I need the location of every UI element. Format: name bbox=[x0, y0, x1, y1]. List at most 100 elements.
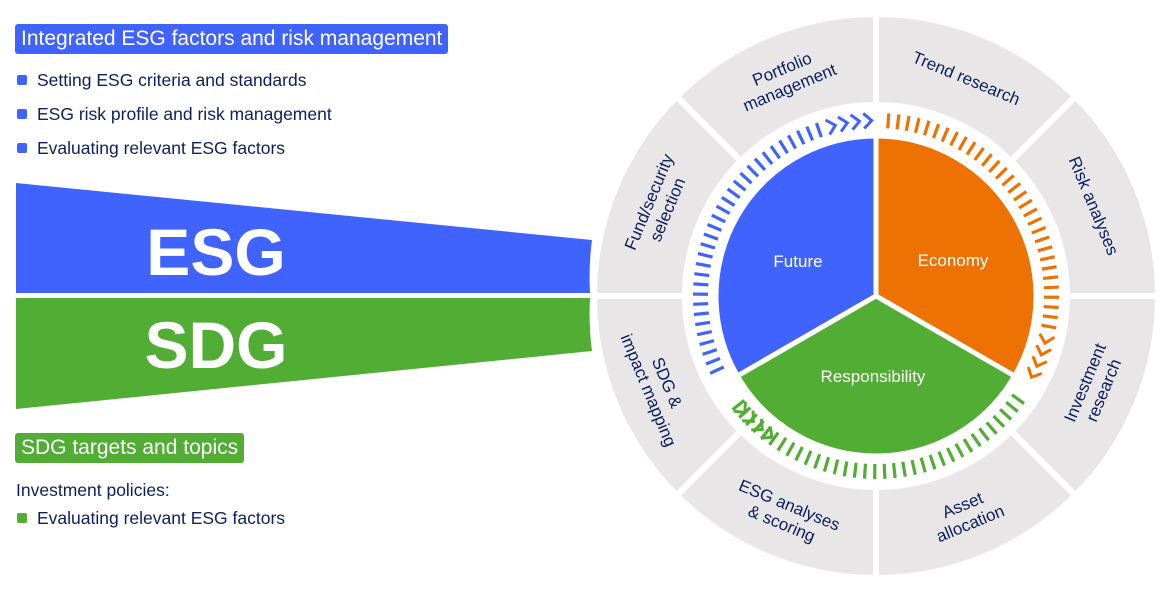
bullet-square-icon bbox=[17, 75, 27, 85]
tick-mark bbox=[745, 413, 758, 427]
tick-mark bbox=[1043, 304, 1059, 310]
tick-mark bbox=[778, 139, 789, 155]
tick-mark bbox=[703, 232, 719, 241]
tick-mark bbox=[1041, 323, 1057, 330]
esg-band-label: ESG bbox=[146, 215, 285, 289]
tick-mark bbox=[1042, 275, 1059, 281]
tick-mark bbox=[998, 408, 1013, 421]
tick-mark bbox=[1005, 400, 1019, 413]
tick-mark bbox=[805, 125, 815, 142]
tick-mark bbox=[1042, 314, 1058, 320]
tick-mark bbox=[699, 339, 715, 347]
esg-bullet-text: Setting ESG criteria and standards bbox=[37, 70, 307, 90]
esg-heading: Integrated ESG factors and risk manageme… bbox=[15, 24, 449, 54]
tick-mark bbox=[852, 462, 858, 478]
tick-mark bbox=[940, 127, 950, 143]
pie-label-future: Future bbox=[773, 252, 822, 271]
tick-mark bbox=[696, 329, 713, 337]
tick-mark bbox=[913, 117, 921, 134]
tick-mark bbox=[822, 456, 831, 473]
esg-bullet-item: Evaluating relevant ESG factors bbox=[16, 136, 332, 170]
tick-mark bbox=[702, 348, 718, 356]
sdg-bullet-item: Evaluating relevant ESG factors bbox=[16, 506, 285, 540]
tick-mark bbox=[693, 311, 710, 317]
pie bbox=[713, 133, 1039, 459]
outer-ring bbox=[590, 10, 1162, 582]
tick-mark bbox=[928, 454, 937, 470]
tick-mark bbox=[785, 441, 796, 457]
esg-bullet-text: ESG risk profile and risk management bbox=[37, 104, 332, 124]
tick-mark bbox=[994, 166, 1008, 180]
tick-mark bbox=[700, 242, 716, 250]
tick-mark bbox=[1039, 255, 1056, 262]
tick-mark bbox=[992, 414, 1006, 428]
tick-mark bbox=[910, 459, 917, 476]
tick-mark bbox=[769, 145, 781, 160]
tick-mark bbox=[768, 431, 780, 446]
tick-mark bbox=[1023, 207, 1038, 218]
tick-mark bbox=[1041, 265, 1057, 271]
tick-mark bbox=[1007, 182, 1022, 194]
tick-mark bbox=[694, 272, 710, 278]
tick-mark bbox=[904, 115, 911, 132]
tick-mark bbox=[761, 151, 774, 165]
tick-mark bbox=[753, 157, 767, 172]
esg-bullet-item: Setting ESG criteria and standards bbox=[16, 68, 332, 102]
tick-mark bbox=[923, 120, 931, 136]
tick-mark bbox=[776, 436, 788, 452]
tick-mark bbox=[715, 204, 731, 215]
tick-mark bbox=[693, 282, 709, 287]
tick-mark bbox=[962, 438, 974, 453]
chevron-icon bbox=[849, 113, 862, 131]
tick-mark bbox=[746, 164, 760, 178]
tick-mark bbox=[1037, 245, 1053, 253]
chevron-icon bbox=[1026, 366, 1043, 380]
tick-mark bbox=[786, 134, 797, 150]
chevron-icon bbox=[1035, 344, 1052, 357]
chevron-icon bbox=[733, 401, 747, 415]
tick-mark bbox=[705, 356, 721, 366]
bullet-square-icon bbox=[17, 143, 27, 153]
chevron-icon bbox=[751, 418, 764, 432]
esg-bullet-list: Setting ESG criteria and standards ESG r… bbox=[16, 68, 332, 170]
tick-mark bbox=[891, 462, 897, 479]
tick-mark bbox=[709, 365, 725, 375]
esg-bullet-text: Evaluating relevant ESG factors bbox=[37, 138, 286, 158]
bullet-square-icon bbox=[17, 109, 27, 119]
tick-mark bbox=[711, 213, 726, 224]
tick-mark bbox=[842, 461, 849, 477]
sdg-bullet-list: Evaluating relevant ESG factors bbox=[16, 506, 285, 540]
tick-mark bbox=[813, 453, 822, 469]
esg-band bbox=[16, 183, 592, 293]
tick-mark bbox=[1034, 235, 1050, 244]
tick-mark bbox=[919, 457, 927, 473]
sdg-heading: SDG targets and topics bbox=[15, 433, 245, 463]
tick-mark bbox=[957, 136, 968, 151]
tick-mark bbox=[1010, 393, 1025, 405]
tick-mark bbox=[1018, 198, 1033, 210]
sdg-bullet-text: Evaluating relevant ESG factors bbox=[37, 508, 286, 528]
pie-segment-responsibility bbox=[734, 293, 1018, 459]
tick-mark bbox=[726, 187, 741, 200]
tick-mark bbox=[946, 447, 956, 463]
tick-mark bbox=[882, 463, 887, 479]
tick-mark bbox=[1013, 190, 1028, 202]
tick-mark bbox=[985, 421, 998, 435]
tick-mark bbox=[965, 141, 977, 156]
tick-mark bbox=[1001, 174, 1015, 187]
pie-label-economy: Economy bbox=[918, 251, 989, 270]
outer-ring-segment bbox=[590, 92, 746, 299]
tick-mark bbox=[901, 461, 907, 477]
bullet-square-icon bbox=[17, 513, 27, 523]
tick-mark bbox=[862, 463, 868, 479]
tick-mark bbox=[720, 196, 736, 207]
pie-segment-future bbox=[713, 133, 879, 379]
tick-mark bbox=[937, 451, 947, 467]
tick-mark bbox=[796, 130, 806, 145]
chevron-icon bbox=[837, 115, 850, 133]
tick-mark bbox=[814, 122, 823, 138]
tick-mark bbox=[949, 131, 959, 147]
tick-mark bbox=[1027, 216, 1043, 226]
chevron-icon bbox=[862, 112, 874, 130]
